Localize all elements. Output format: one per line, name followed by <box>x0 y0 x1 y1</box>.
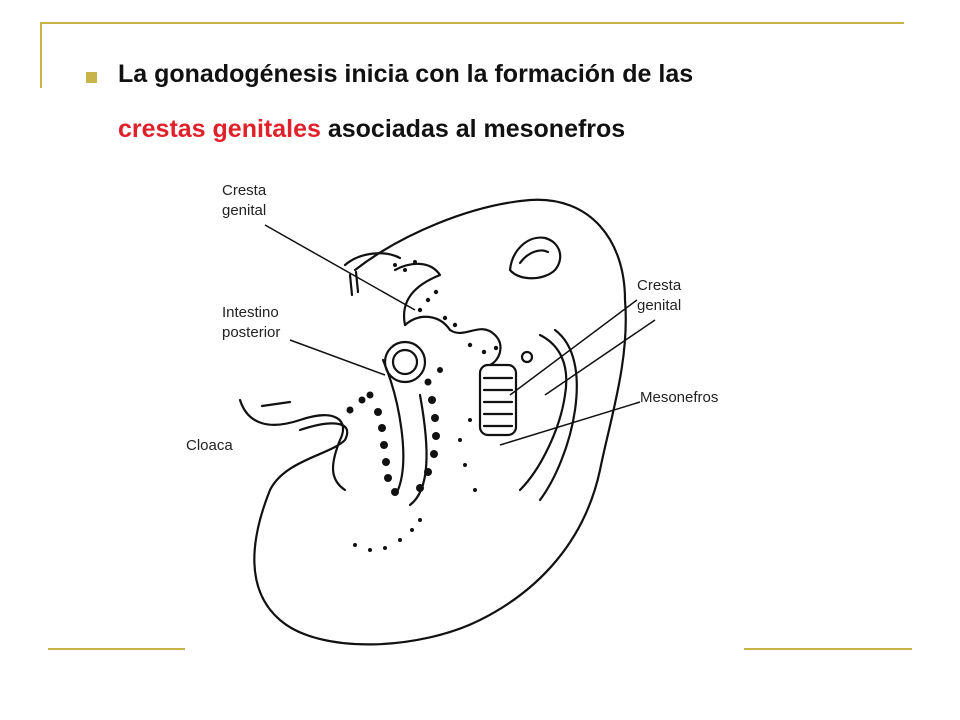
bullet-text-line-1: La gonadogénesis inicia con la formación… <box>118 60 694 88</box>
bullet-square-icon <box>86 72 97 83</box>
mesoderm-dots <box>346 260 499 552</box>
label-intestino-posterior-2: posterior <box>222 324 280 341</box>
frame-left-rule <box>40 22 42 88</box>
cloaca-outline <box>238 398 347 492</box>
frame-top-rule <box>40 22 904 24</box>
label-cresta-genital-left-2: genital <box>222 202 266 219</box>
label-cresta-genital-right-2: genital <box>637 297 681 314</box>
embryo-outline <box>253 198 627 646</box>
frame-bottom-left-rule <box>48 648 185 650</box>
neural-tube <box>508 236 562 280</box>
embryo-diagram: Cresta genital Intestino posterior Cloac… <box>186 182 718 646</box>
intestine-ring <box>383 340 427 384</box>
frame-bottom-right-rule <box>744 648 912 650</box>
label-cresta-genital-left-1: Cresta <box>222 182 267 199</box>
label-cloaca: Cloaca <box>186 437 233 454</box>
label-intestino-posterior-1: Intestino <box>222 304 279 321</box>
bullet-text-rest: asociadas al mesonefros <box>320 115 626 143</box>
highlight-crestas-genitales: crestas genitales <box>118 115 321 143</box>
bullet-text-line-2: crestas genitales asociadas al mesonefro… <box>118 115 625 144</box>
label-mesonefros: Mesonefros <box>640 389 718 406</box>
label-cresta-genital-right-1: Cresta <box>637 277 682 294</box>
